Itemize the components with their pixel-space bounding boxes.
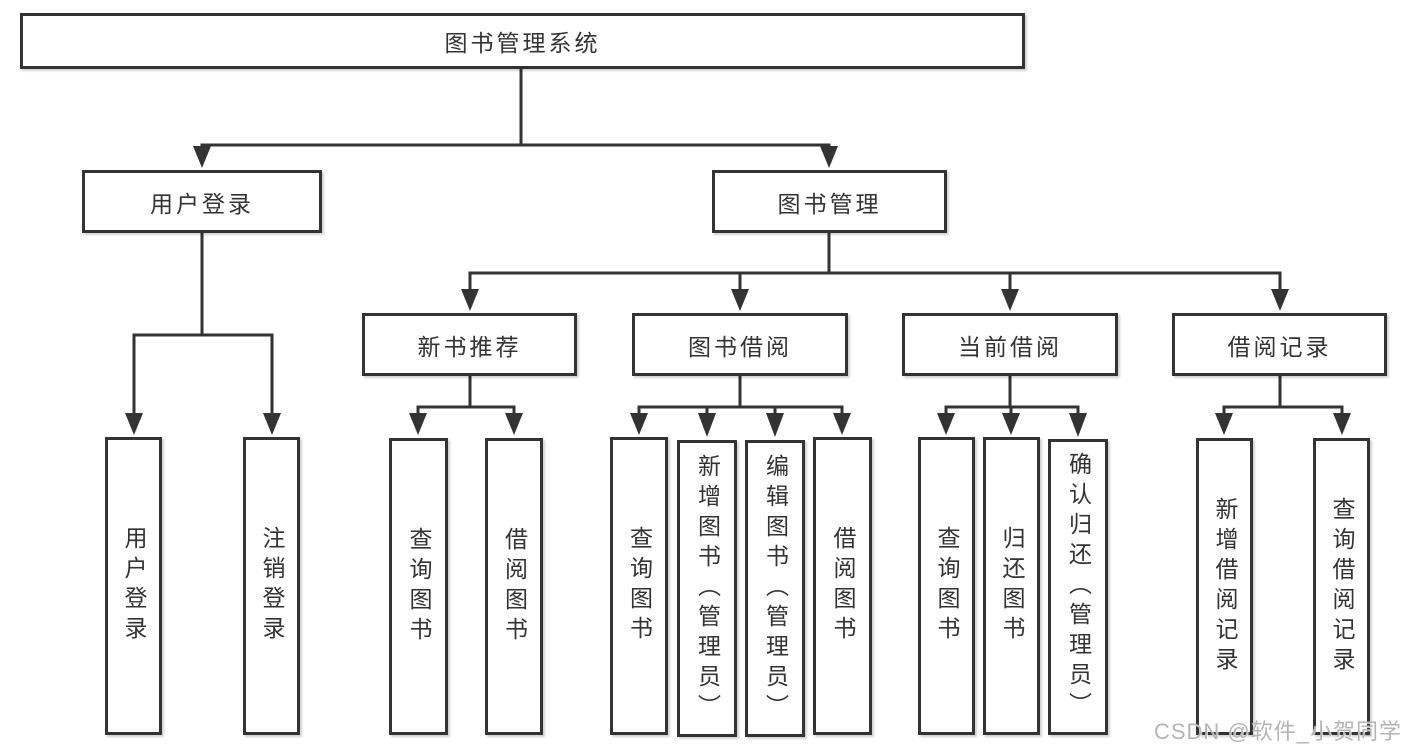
leaf-logout: 注销登录 — [243, 437, 300, 735]
node-user-login: 用户登录 — [82, 170, 322, 233]
leaf-edit-books-admin-label: 编辑图书（管理员） — [762, 453, 789, 724]
leaf-query-books-borrow: 查询图书 — [610, 437, 668, 735]
leaf-query-books-borrow-label: 查询图书 — [626, 526, 653, 646]
node-book-management: 图书管理 — [712, 170, 947, 233]
watermark: CSDN @软件_小贺同学 — [1153, 719, 1402, 744]
node-borrow-records-label: 借阅记录 — [1227, 333, 1332, 360]
leaf-query-borrow-record-label: 查询借阅记录 — [1329, 496, 1355, 677]
leaf-return-books-label: 归还图书 — [999, 526, 1025, 646]
leaf-confirm-return-admin: 确认归还（管理员） — [1048, 439, 1108, 735]
node-current-borrow: 当前借阅 — [902, 313, 1118, 376]
arrowhead-icons — [125, 146, 1351, 437]
node-user-login-label: 用户登录 — [150, 190, 254, 217]
leaf-borrow-books-label: 借阅图书 — [830, 526, 856, 646]
leaf-borrow-books: 借阅图书 — [813, 437, 872, 735]
leaf-edit-books-admin: 编辑图书（管理员） — [745, 440, 805, 737]
leaf-query-books-recommend: 查询图书 — [389, 438, 448, 735]
leaf-add-books-admin: 新增图书（管理员） — [677, 440, 737, 737]
leaf-user-login: 用户登录 — [105, 437, 162, 735]
leaf-confirm-return-admin-label: 确认归还（管理员） — [1065, 452, 1092, 722]
node-current-borrow-label: 当前借阅 — [958, 333, 1062, 360]
node-new-book-recommend-label: 新书推荐 — [417, 333, 522, 360]
leaf-add-books-admin-label: 新增图书（管理员） — [694, 453, 721, 724]
leaf-borrow-books-recommend: 借阅图书 — [485, 438, 543, 735]
node-book-borrow: 图书借阅 — [632, 313, 848, 376]
leaf-query-books-current: 查询图书 — [918, 437, 975, 735]
leaf-query-books-current-label: 查询图书 — [934, 526, 960, 646]
node-new-book-recommend: 新书推荐 — [362, 313, 577, 376]
leaf-logout-label: 注销登录 — [259, 526, 285, 646]
node-book-management-label: 图书管理 — [777, 190, 882, 217]
leaf-query-books-recommend-label: 查询图书 — [406, 526, 432, 647]
leaf-user-login-label: 用户登录 — [121, 526, 147, 646]
leaf-query-borrow-record: 查询借阅记录 — [1313, 438, 1370, 735]
leaf-add-borrow-record: 新增借阅记录 — [1196, 438, 1253, 735]
leaf-add-borrow-record-label: 新增借阅记录 — [1212, 496, 1238, 677]
node-borrow-records: 借阅记录 — [1172, 313, 1387, 376]
leaf-return-books: 归还图书 — [983, 437, 1040, 735]
node-library-system: 图书管理系统 — [20, 13, 1025, 69]
leaf-borrow-books-recommend-label: 借阅图书 — [501, 526, 528, 647]
node-library-system-label: 图书管理系统 — [444, 30, 601, 56]
node-book-borrow-label: 图书借阅 — [688, 333, 792, 360]
